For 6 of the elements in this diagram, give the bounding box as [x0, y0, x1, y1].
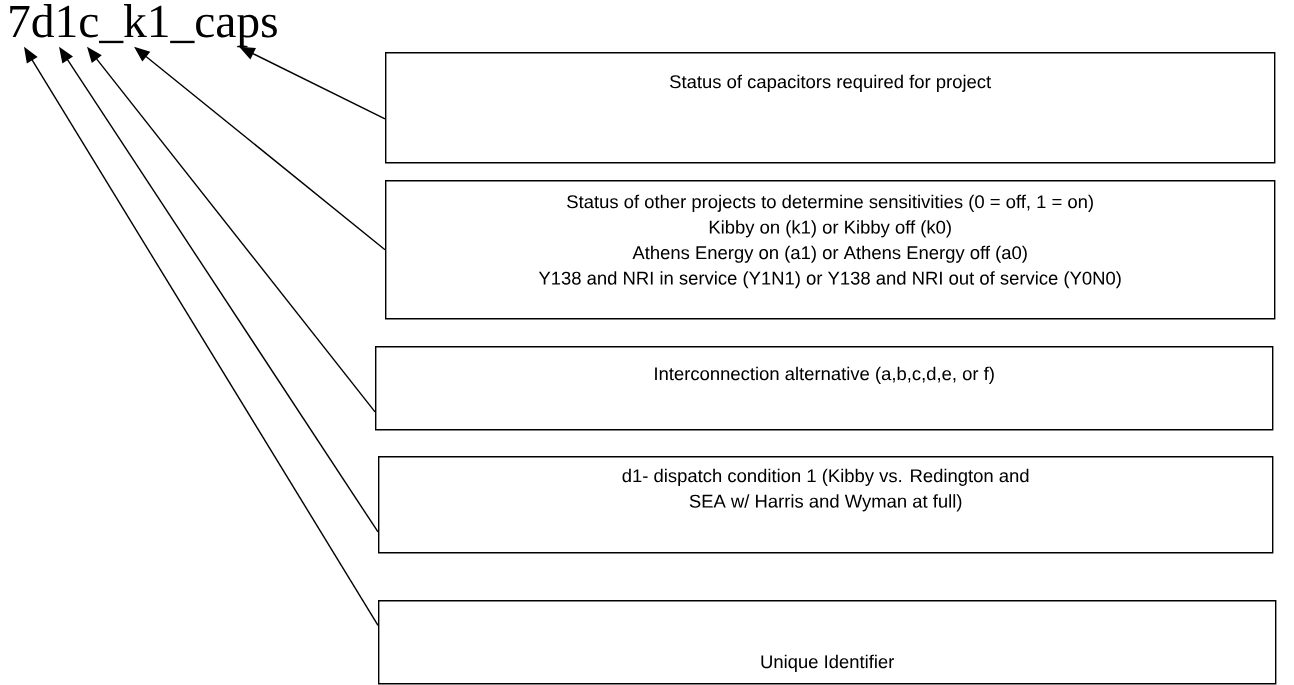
text-box: Interconnection alternative (a,b,c,d,e, or f): [375, 346, 1274, 431]
text-box: Status of capacitors required for project: [385, 52, 1276, 164]
text-box: Status of other projects to determine sensitivities (0 = off, 1 = on) Kibby on (k1) or Kibby off (k0) Athens Energy on (a1) or Athens Energy off (a0) Y138 and NRI in service (Y1N1) or Y138 and NRI out of service (Y0N0): [385, 180, 1276, 320]
text-box: d1- dispatch condition 1 (Kibby vs. Redington and SEA w/ Harris and Wyman at full): [378, 456, 1274, 554]
code-label: 7d1c_k1_caps: [10, 4, 277, 48]
text-box: Unique Identifier: [378, 600, 1277, 685]
